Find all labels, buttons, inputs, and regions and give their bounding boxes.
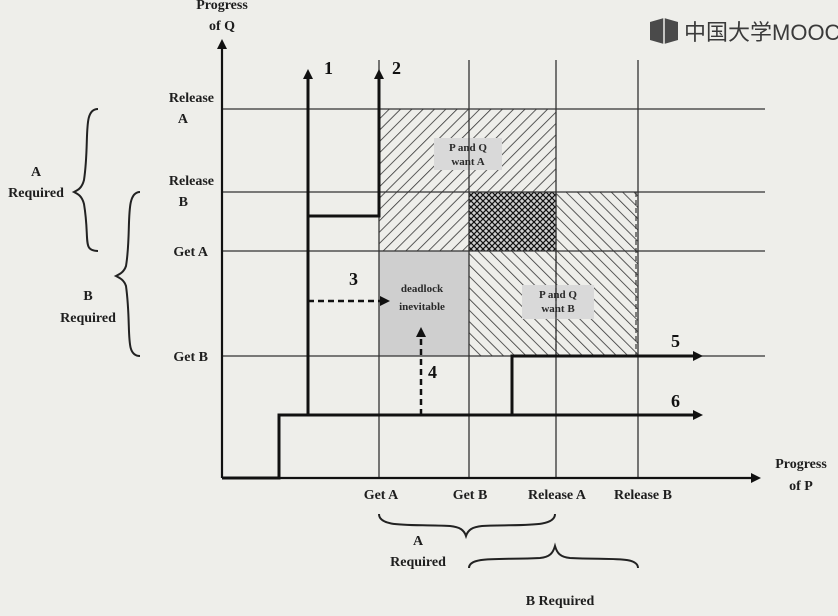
- y-tick-release-a-line1: Release: [169, 91, 214, 106]
- path-number-1: 1: [324, 58, 333, 78]
- left-brace-b-label-line2: Required: [60, 311, 116, 326]
- brace-b-required-left: [113, 191, 141, 357]
- x-axis-label-line1: Progress: [775, 457, 827, 472]
- y-axis-label-line2: of Q: [209, 19, 235, 34]
- path-5: [510, 351, 703, 415]
- path-number-6: 6: [671, 391, 680, 411]
- grid-lines: [222, 60, 765, 478]
- path-number-5: 5: [671, 331, 680, 351]
- x-tick-get-a: Get A: [364, 488, 399, 503]
- path-number-4: 4: [428, 362, 437, 382]
- brace-a-required-bottom: [378, 513, 556, 540]
- bottom-brace-a-label-line1: A: [413, 534, 424, 549]
- mooc-logo-icon: [650, 18, 678, 44]
- region-p-q-want-b-label-line2: want B: [541, 303, 575, 315]
- path-number-3: 3: [349, 269, 358, 289]
- region-deadlock-label-line1: deadlock: [401, 283, 444, 295]
- y-tick-release-b-line2: B: [179, 195, 188, 210]
- x-axis-label-line2: of P: [789, 479, 813, 494]
- x-tick-release-a: Release A: [528, 488, 587, 503]
- left-braces: [71, 108, 141, 357]
- y-tick-labels: Release A Release B Get A Get B: [169, 91, 214, 365]
- y-tick-get-b: Get B: [173, 350, 208, 365]
- region-p-q-want-b-label-line1: P and Q: [539, 289, 577, 301]
- brace-a-required-left: [71, 108, 99, 252]
- region-p-q-want-a-label-line1: P and Q: [449, 142, 487, 154]
- path-2: [306, 69, 384, 415]
- x-tick-get-b: Get B: [453, 488, 488, 503]
- region-deadlock-inevitable: [379, 251, 469, 356]
- path-numbers: 1 2 3 4 5 6: [324, 58, 680, 411]
- bottom-braces: [378, 513, 639, 569]
- x-tick-release-b: Release B: [614, 488, 672, 503]
- regions: [379, 109, 638, 356]
- left-brace-b-label-line1: B: [83, 289, 92, 304]
- left-brace-a-label-line2: Required: [8, 186, 64, 201]
- region-deadlock-label-line2: inevitable: [399, 301, 445, 313]
- y-tick-release-a-line2: A: [178, 112, 189, 127]
- execution-paths: [222, 69, 703, 480]
- bottom-brace-a-label-line2: Required: [390, 555, 446, 570]
- watermark: 中国大学MOOC: [650, 18, 838, 45]
- y-tick-get-a: Get A: [173, 245, 208, 260]
- x-tick-labels: Get A Get B Release A Release B: [364, 488, 672, 503]
- path-number-2: 2: [392, 58, 401, 78]
- path-6: [222, 410, 703, 480]
- y-tick-release-b-line1: Release: [169, 174, 214, 189]
- region-both-want: [469, 192, 556, 251]
- region-p-q-want-a-label-line2: want A: [451, 156, 484, 168]
- left-brace-a-label-line1: A: [31, 165, 42, 180]
- watermark-text: 中国大学MOOC: [684, 20, 838, 45]
- bottom-brace-b-label: B Required: [526, 594, 595, 609]
- axes: Progress of Q Progress of P: [196, 0, 827, 494]
- y-axis-label-line1: Progress: [196, 0, 248, 13]
- brace-b-required-bottom: [468, 542, 639, 569]
